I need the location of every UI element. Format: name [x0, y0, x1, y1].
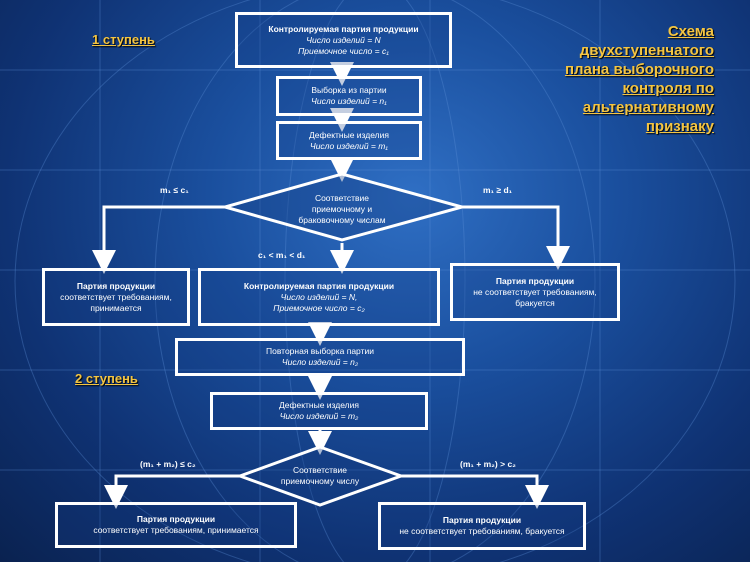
decision-line: приемочному и — [311, 204, 373, 214]
box-line: Число изделий = m₂ — [279, 411, 359, 421]
title-line: Схема — [667, 23, 714, 40]
box-line: Число изделий = N — [306, 34, 381, 45]
condition-reject2: (m₁ + m₂) > c₂ — [460, 459, 516, 469]
box-line: не соответствует требованиям, — [473, 286, 597, 297]
stage2-label: 2 ступень — [75, 371, 138, 386]
decision-line: браковочному числам — [298, 215, 386, 225]
box-line: Число изделий = n₂ — [281, 357, 359, 367]
box-accept2: Партия продукции соответствует требовани… — [55, 502, 297, 548]
decision2-diamond — [235, 445, 406, 507]
box-line: соответствует требованиям, — [60, 291, 172, 302]
box-line: Приемочное число = c₂ — [273, 302, 365, 313]
condition-reject1: m₁ ≥ d₁ — [483, 185, 513, 195]
box-defects2: Дефектные изделия Число изделий = m₂ — [210, 392, 428, 430]
box-title: Повторная выборка партии — [265, 346, 374, 356]
box-line: Приемочное число = c₁ — [298, 45, 389, 56]
decision-line: Соответствие — [292, 465, 348, 475]
decision1-diamond — [219, 172, 468, 242]
box-line: соответствует требованиям, принимается — [93, 525, 259, 535]
box-accept1: Партия продукции соответствует требовани… — [42, 268, 190, 326]
box-title: Контролируемая партия продукции — [268, 23, 419, 34]
box-title: Партия продукции — [136, 514, 216, 524]
title-line: альтернативному — [582, 99, 714, 116]
box-title: Дефектные изделия — [279, 400, 359, 410]
condition-resample: c₁ < m₁ < d₁ — [258, 250, 306, 260]
box-title: Партия продукции — [442, 515, 522, 525]
title-line: плана выборочного — [564, 61, 714, 78]
box-line: не соответствует требованиям, бракуется — [399, 526, 565, 536]
stage1-label: 1 ступень — [92, 32, 155, 47]
box-title: Дефектные изделия — [309, 129, 389, 140]
decision1-text: Соответствие приемочному и браковочному … — [270, 193, 414, 226]
title-line: контроля по — [622, 80, 714, 97]
box-line: Число изделий = n₁ — [311, 96, 387, 106]
box-title: Контролируемая партия продукции — [243, 280, 395, 291]
box-controlled-lot2: Контролируемая партия продукции Число из… — [198, 268, 440, 326]
box-line: бракуется — [515, 297, 555, 308]
decision-line: Соответствие — [314, 193, 370, 203]
box-title: Партия продукции — [76, 280, 156, 291]
box-sample2: Повторная выборка партии Число изделий =… — [175, 338, 465, 376]
title-line: двухступенчатого — [579, 42, 714, 59]
box-sample1: Выборка из партии Число изделий = n₁ — [276, 76, 422, 116]
decision-line: приемочному числу — [280, 476, 360, 486]
condition-accept1: m₁ ≤ c₁ — [160, 185, 189, 195]
box-controlled-lot: Контролируемая партия продукции Число из… — [235, 12, 452, 68]
box-title: Партия продукции — [495, 275, 575, 286]
box-line: Число изделий = N, — [280, 291, 358, 302]
title-line: признаку — [645, 118, 714, 135]
box-reject2: Партия продукции не соответствует требов… — [378, 502, 586, 550]
diagram-title: Схема двухступенчатого плана выборочного… — [514, 22, 714, 136]
decision2-text: Соответствие приемочному числу — [262, 465, 378, 487]
condition-accept2: (m₁ + m₂) ≤ c₂ — [140, 459, 196, 469]
box-title: Выборка из партии — [311, 85, 387, 95]
box-reject1: Партия продукции не соответствует требов… — [450, 263, 620, 321]
box-line: принимается — [90, 302, 142, 313]
box-line: Число изделий = m₁ — [309, 140, 388, 151]
box-defects1: Дефектные изделия Число изделий = m₁ — [276, 121, 422, 160]
